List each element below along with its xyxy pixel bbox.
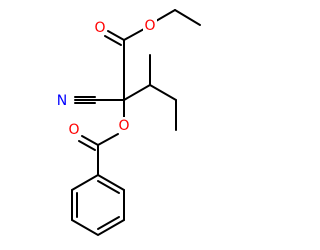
bond-ch-ch2	[149, 84, 177, 101]
bond-benzoyl-double-a	[81, 135, 99, 146]
benzene-ring	[71, 173, 125, 237]
benzene-inner-bond-2	[97, 216, 120, 230]
atom-nitrogen: N	[57, 93, 67, 109]
bond-o-to-benzoyl-carbon	[97, 133, 119, 146]
atom-oxygen-ester: O	[144, 18, 155, 34]
bond-carbonyl-double-a	[107, 30, 125, 41]
bond-ethyl-ch2-o	[155, 9, 176, 22]
atom-oxygen-benzoyl-ester: O	[118, 118, 129, 134]
bond-quaternary-to-ch	[123, 84, 151, 101]
bond-o-carbonyl-carbon	[123, 28, 145, 41]
structure-diagram: O O N O O	[56, 9, 201, 237]
bond-carbonyl-double-b	[104, 35, 122, 46]
bond-benzoyl-double-b	[78, 140, 96, 151]
atom-oxygen-carbonyl: O	[94, 20, 105, 36]
bond-ethyl-ch3-ch2	[174, 9, 201, 26]
benzene-inner-bond-1	[97, 180, 120, 194]
atom-oxygen-benzoyl-carbonyl: O	[68, 122, 79, 138]
